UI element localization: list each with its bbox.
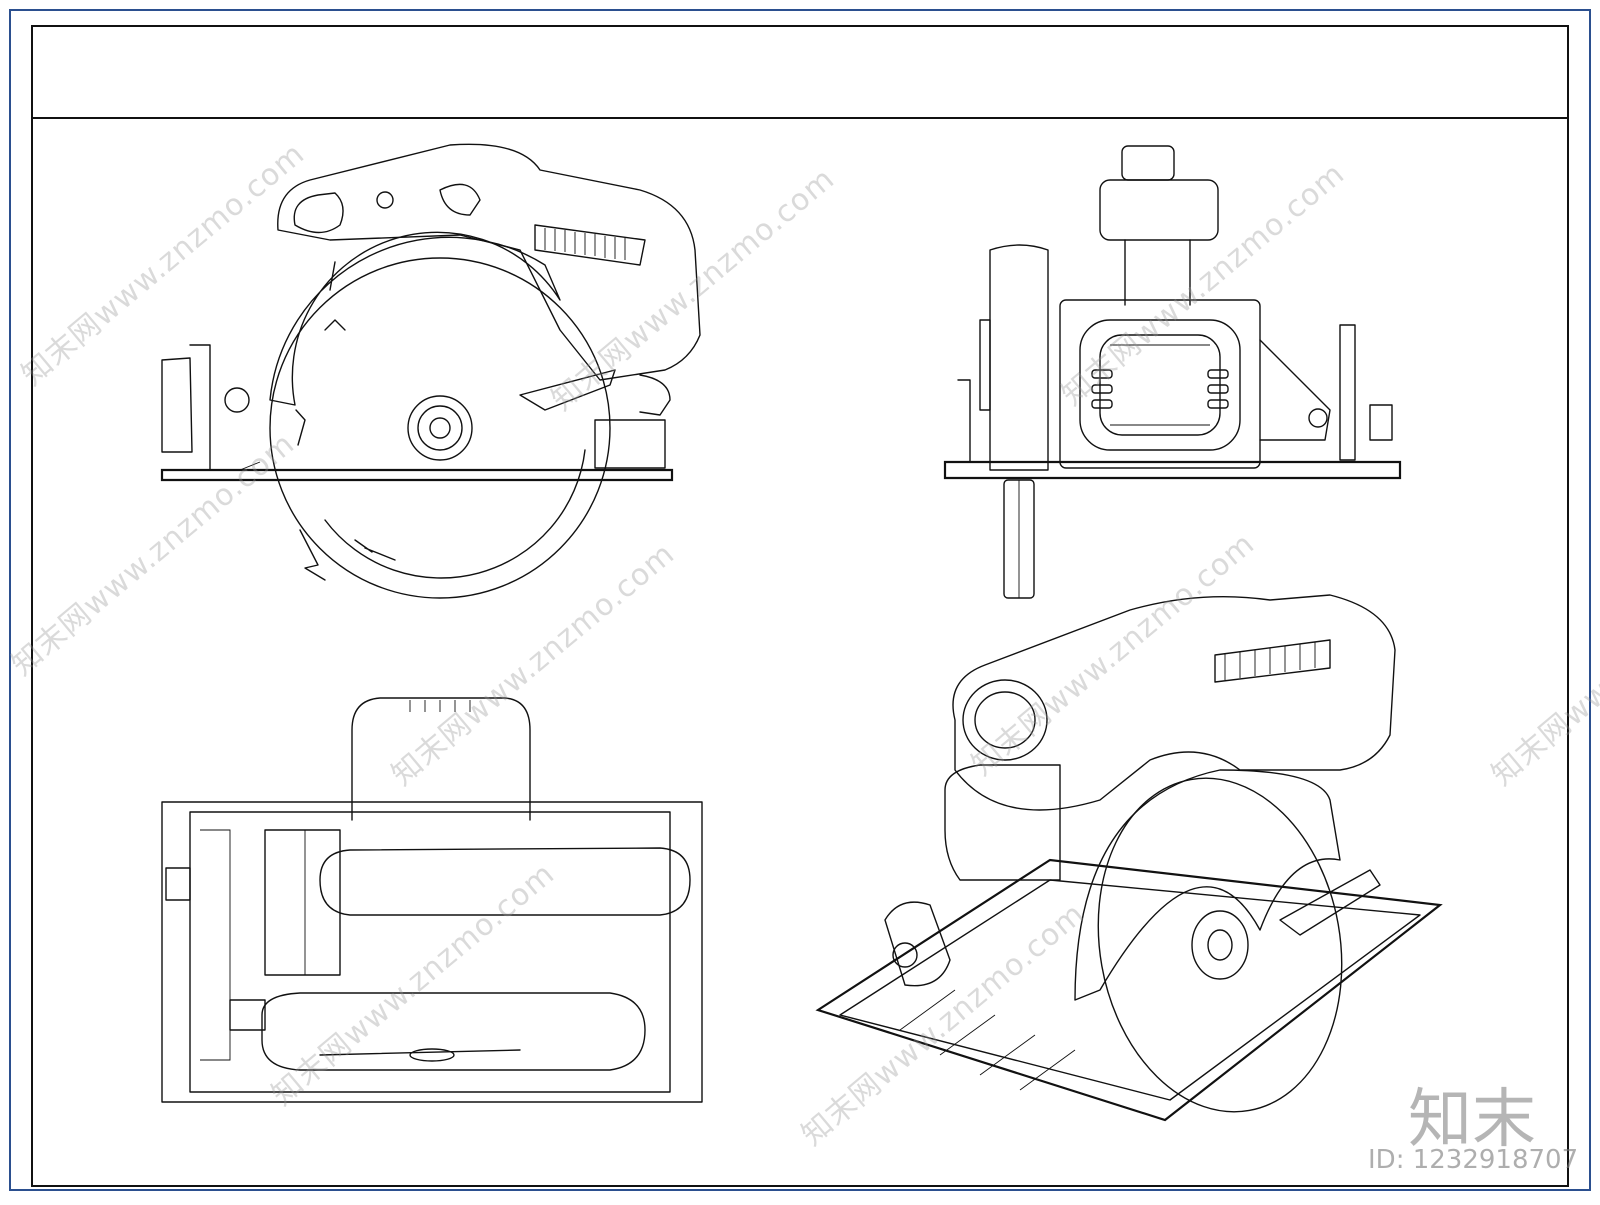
id-label: ID: 1232918707 bbox=[1368, 1145, 1579, 1175]
outer-frame bbox=[9, 9, 1591, 1191]
inner-frame bbox=[31, 25, 1569, 1187]
brand-logo-text: 知末 bbox=[1408, 1083, 1536, 1157]
side-view bbox=[160, 143, 701, 599]
front-view bbox=[943, 145, 1402, 599]
isometric-view bbox=[815, 594, 1443, 1122]
top-view bbox=[161, 697, 703, 1103]
